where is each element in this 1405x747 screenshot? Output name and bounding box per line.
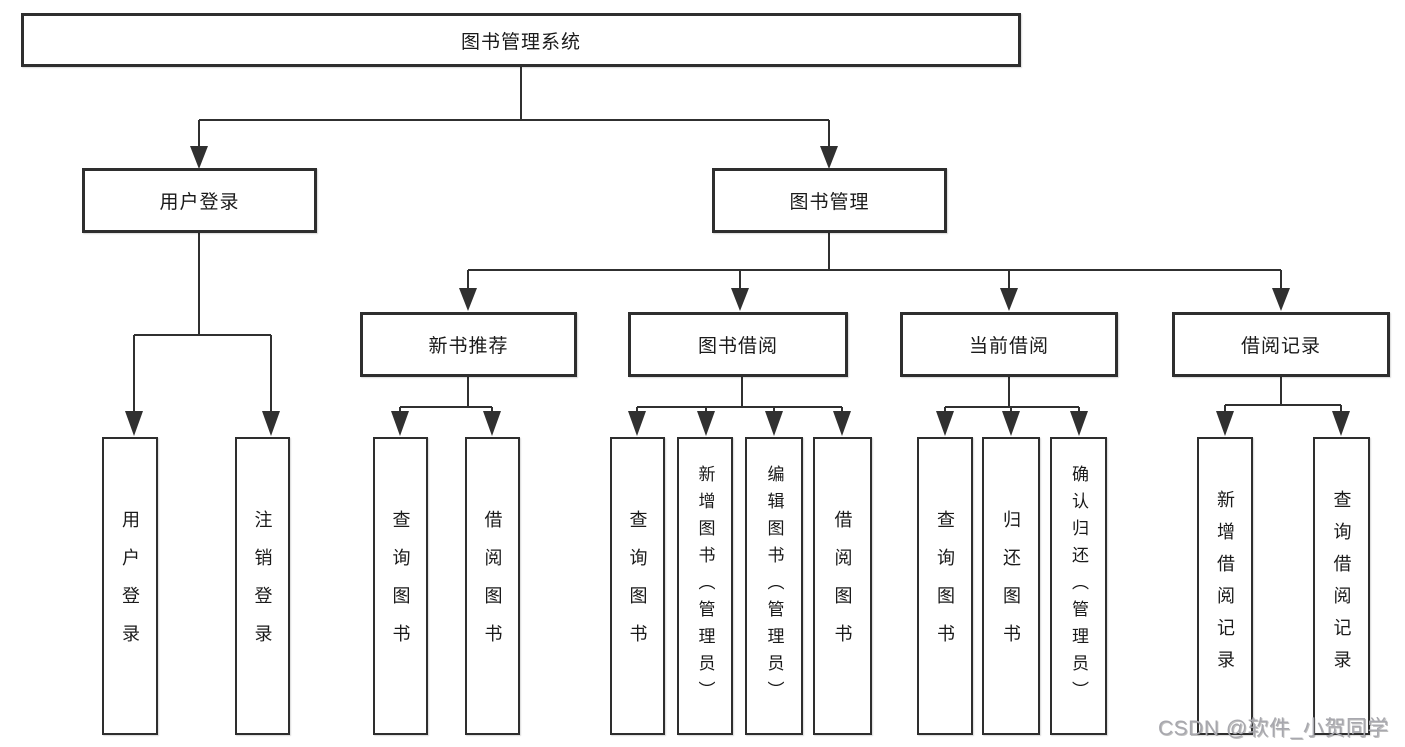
connector-bookborrow-to-leaves xyxy=(628,377,851,436)
node-book-management: 图书管理 xyxy=(712,168,947,233)
connector-userlogin-to-leaves xyxy=(125,232,280,436)
leaf-bb-borrow-books: 借阅图书 xyxy=(813,437,872,735)
leaf-cb-query-books: 查询图书 xyxy=(917,437,973,735)
leaf-nbr-borrow-books-label: 借阅图书 xyxy=(482,510,503,662)
connector-bookmgmt-to-level3 xyxy=(459,233,1290,311)
leaf-cb-return-books-label: 归还图书 xyxy=(1001,510,1021,662)
node-book-borrowing: 图书借阅 xyxy=(628,312,848,377)
node-new-book-recommend-label: 新书推荐 xyxy=(428,336,509,357)
connector-borrowrecords-to-leaves xyxy=(1216,377,1350,436)
connector-currentborrow-to-leaves xyxy=(936,377,1088,436)
node-user-login: 用户登录 xyxy=(82,168,317,233)
node-borrowing-records-label: 借阅记录 xyxy=(1240,336,1321,357)
leaf-bb-add-books-admin-label: 新增图书（管理员） xyxy=(695,464,715,708)
node-book-management-label: 图书管理 xyxy=(789,192,870,213)
node-user-login-label: 用户登录 xyxy=(159,192,240,213)
leaf-br-add-record: 新增借阅记录 xyxy=(1197,437,1253,735)
leaf-cb-confirm-return-admin-label: 确认归还（管理员） xyxy=(1069,464,1088,708)
node-book-borrowing-label: 图书借阅 xyxy=(697,336,778,357)
leaf-nbr-borrow-books: 借阅图书 xyxy=(465,437,520,735)
node-current-borrowing-label: 当前借阅 xyxy=(968,336,1049,357)
leaf-cb-query-books-label: 查询图书 xyxy=(935,510,955,662)
leaf-logout-label: 注销登录 xyxy=(252,510,273,662)
leaf-nbr-query-books: 查询图书 xyxy=(373,437,428,735)
leaf-cb-confirm-return-admin: 确认归还（管理员） xyxy=(1050,437,1107,735)
leaf-bb-query-books-label: 查询图书 xyxy=(627,510,648,662)
connector-newbook-to-leaves xyxy=(391,377,501,436)
leaf-br-add-record-label: 新增借阅记录 xyxy=(1215,490,1235,682)
leaf-logout: 注销登录 xyxy=(235,437,290,735)
csdn-watermark: CSDN @软件_小贺同学 xyxy=(1158,717,1389,740)
node-current-borrowing: 当前借阅 xyxy=(900,312,1118,377)
leaf-bb-add-books-admin: 新增图书（管理员） xyxy=(677,437,733,735)
leaf-br-query-record: 查询借阅记录 xyxy=(1313,437,1370,735)
leaf-bb-edit-books-admin-label: 编辑图书（管理员） xyxy=(764,464,784,708)
leaf-user-login-label: 用户登录 xyxy=(120,510,140,662)
leaf-user-login: 用户登录 xyxy=(102,437,158,735)
node-new-book-recommend: 新书推荐 xyxy=(360,312,577,377)
node-root-label: 图书管理系统 xyxy=(460,31,581,53)
connector-root-to-level2 xyxy=(190,67,838,169)
leaf-br-query-record-label: 查询借阅记录 xyxy=(1331,490,1352,682)
node-root-library-system: 图书管理系统 xyxy=(21,13,1021,67)
leaf-bb-borrow-books-label: 借阅图书 xyxy=(832,510,853,662)
leaf-bb-query-books: 查询图书 xyxy=(610,437,665,735)
leaf-bb-edit-books-admin: 编辑图书（管理员） xyxy=(745,437,803,735)
leaf-cb-return-books: 归还图书 xyxy=(982,437,1040,735)
node-borrowing-records: 借阅记录 xyxy=(1172,312,1390,377)
leaf-nbr-query-books-label: 查询图书 xyxy=(390,510,411,662)
